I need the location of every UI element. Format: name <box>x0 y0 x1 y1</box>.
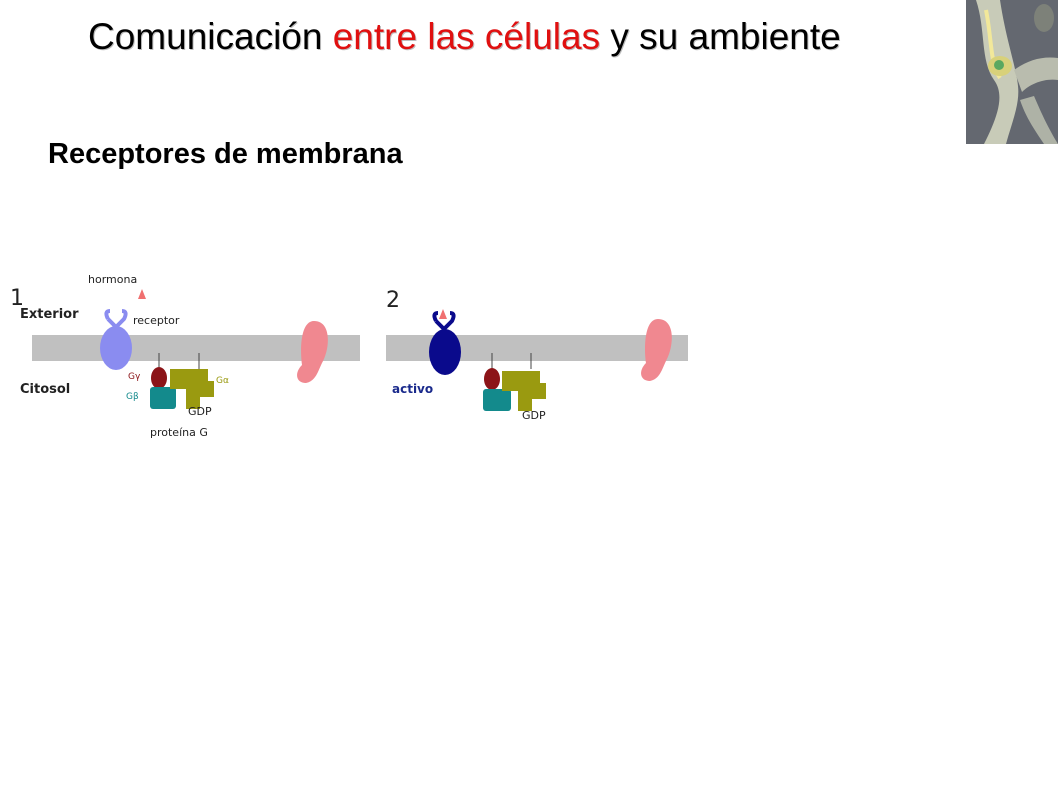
g-gamma-label: Gγ <box>128 372 141 382</box>
receptor-inactive <box>100 326 132 370</box>
panel-1-number: 1 <box>10 286 24 311</box>
effector-protein-1 <box>297 321 328 383</box>
receptor-binding-site <box>104 309 128 330</box>
exterior-label: Exterior <box>20 307 79 322</box>
g-protein-diagram: 1 Exterior Citosol hormona receptor Gγ G… <box>10 273 688 439</box>
protein-g-label: proteína G <box>150 426 208 439</box>
g-beta-label: Gβ <box>126 392 139 402</box>
g-beta-subunit-2 <box>483 389 511 411</box>
receptor-label: receptor <box>133 314 180 327</box>
bound-hormone-icon <box>439 309 447 319</box>
gdp-label-2: GDP <box>522 409 546 422</box>
g-alpha-subunit-2 <box>502 371 546 411</box>
g-alpha-label: Gα <box>216 376 229 386</box>
title-part-3: y su ambiente <box>600 16 841 57</box>
panel-2-number: 2 <box>386 288 400 313</box>
g-gamma-subunit-2 <box>484 368 500 390</box>
g-alpha-subunit <box>170 369 214 409</box>
receptor-active-binding-site <box>432 311 456 332</box>
neuron-synapse-icon <box>966 0 1058 144</box>
g-gamma-subunit <box>151 367 167 389</box>
receptor-active <box>429 329 461 375</box>
slide-title: Comunicación entre las células y su ambi… <box>88 16 841 58</box>
hormone-icon <box>138 289 146 299</box>
citosol-label: Citosol <box>20 382 70 397</box>
hormona-label: hormona <box>88 273 137 286</box>
title-highlight: entre las células <box>332 16 601 57</box>
panel-1: 1 Exterior Citosol hormona receptor Gγ G… <box>10 273 360 439</box>
slide-subtitle: Receptores de membrana <box>48 138 403 170</box>
effector-protein-2 <box>641 319 672 381</box>
gdp-label-1: GDP <box>188 405 212 418</box>
g-beta-subunit <box>150 387 176 409</box>
activo-label: activo <box>392 382 433 396</box>
panel-2: 2 activo GDP <box>386 288 688 422</box>
title-part-1: Comunicación <box>88 16 333 57</box>
